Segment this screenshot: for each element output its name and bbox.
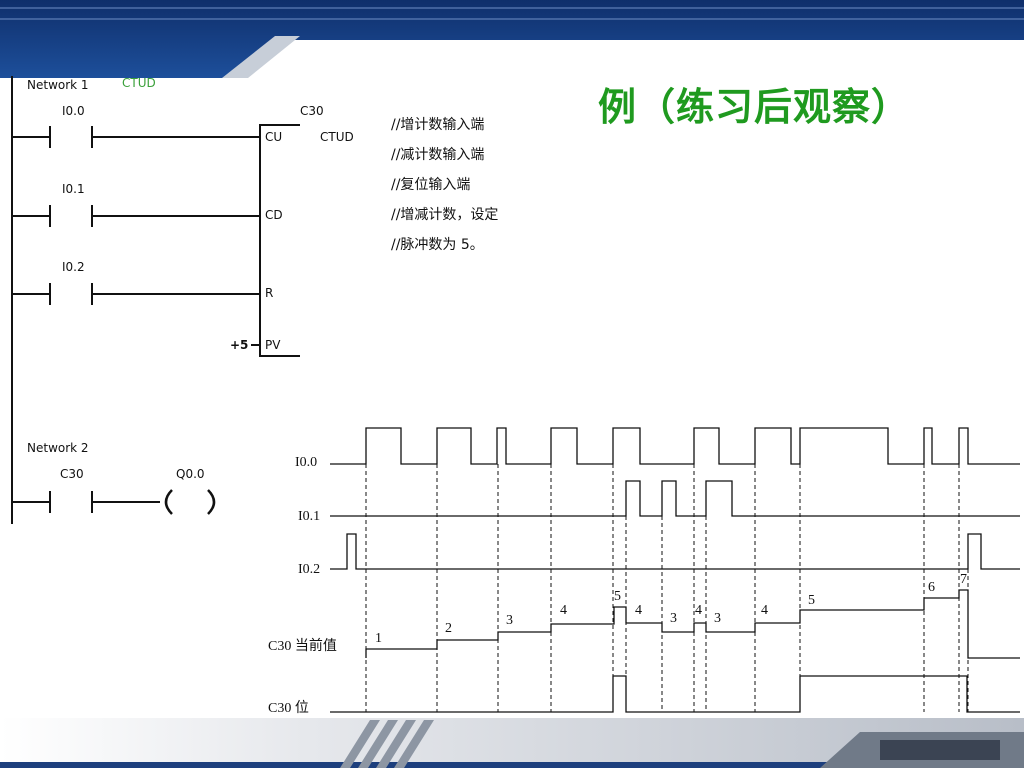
pin-r: R [265, 286, 274, 300]
counter-type: CTUD [320, 130, 354, 144]
signal-label-i00: I0.0 [295, 455, 318, 470]
header-band [0, 0, 1024, 78]
contact-label-i01: I0.1 [62, 182, 85, 196]
footer-background [0, 718, 1024, 768]
comment-cd: //减计数输入端 [391, 147, 485, 163]
network1-label: Network 1 [27, 78, 89, 92]
waveform-counter-bit [330, 675, 1020, 713]
counter-value-label: 3 [670, 611, 677, 626]
rung-i01 [12, 205, 260, 227]
network2-coil-label: Q0.0 [176, 467, 205, 481]
comment-pv1: //增减计数，设定 [391, 207, 499, 223]
counter-value-label: 4 [761, 603, 768, 618]
slide-title: 例（练习后观察） [598, 85, 911, 129]
counter-value-label: 4 [695, 603, 702, 618]
contact-label-i00: I0.0 [62, 104, 85, 118]
pv-value: +5 [230, 338, 249, 352]
signal-label-counter-bit: C30 位 [268, 701, 309, 716]
comment-pv2: //脉冲数为 5。 [391, 237, 484, 253]
waveform-i02 [330, 533, 1020, 570]
waveform-counter-value [365, 589, 1020, 659]
counter-value-label: 1 [375, 631, 382, 646]
network1-tag: CTUD [122, 76, 156, 90]
pin-pv: PV [265, 338, 281, 352]
contact-label-i02: I0.2 [62, 260, 85, 274]
counter-value-label: 5 [808, 593, 815, 608]
comment-cu: //增计数输入端 [391, 117, 485, 133]
waveform-i00 [330, 427, 1020, 465]
counter-value-label: 2 [445, 621, 452, 636]
timing-reference-lines [365, 464, 969, 712]
network2-label: Network 2 [27, 441, 89, 455]
counter-value-label: 4 [635, 603, 642, 618]
rung-network2 [12, 489, 216, 515]
counter-value-label: 6 [928, 580, 935, 595]
signal-label-i02: I0.2 [298, 562, 321, 577]
pin-cu: CU [265, 130, 283, 144]
counter-name: C30 [300, 104, 324, 118]
header-background [0, 0, 1024, 78]
signal-label-i01: I0.1 [298, 509, 321, 524]
counter-block [259, 124, 300, 357]
counter-value-label: 3 [506, 613, 513, 628]
signal-label-counter-value: C30 当前值 [268, 639, 337, 654]
coil-left [164, 489, 173, 515]
rung-i00 [12, 126, 260, 148]
counter-value-label: 4 [560, 603, 567, 618]
coil-right [207, 489, 216, 515]
counter-value-label: 7 [960, 572, 967, 587]
waveform-i01 [330, 480, 1020, 517]
pin-cd: CD [265, 208, 283, 222]
counter-value-label: 5 [614, 589, 621, 604]
footer-decoration [0, 718, 1024, 768]
ladder-diagram [11, 76, 300, 524]
comment-r: //复位输入端 [391, 177, 471, 193]
counter-value-label: 3 [714, 611, 721, 626]
network2-contact-label: C30 [60, 467, 84, 481]
rung-i02 [12, 283, 260, 305]
